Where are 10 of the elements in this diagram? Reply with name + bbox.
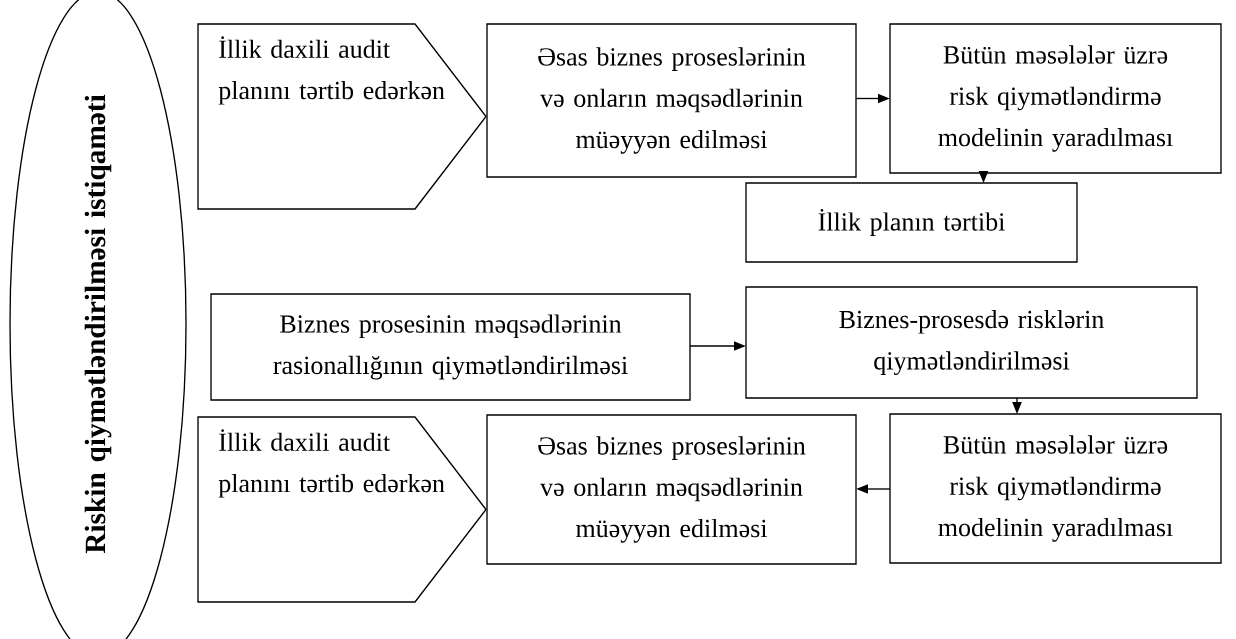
process-box: Biznes prosesinin məqsədlərinin rasionallığının qiymətləndirilməsi [210, 293, 691, 401]
process-box: Əsas biznes proseslərinin və onların məqsədlərinin müəyyən edilməsi [486, 414, 857, 565]
pentagon-arrow-box: İllik daxili audit planını tərtib edərkən [197, 416, 487, 603]
pentagon-arrow-box: İllik daxili audit planını tərtib edərkən [197, 23, 487, 210]
process-box: Bütün məsələlər üzrə risk qiymətləndirmə modelinin yaradılması [889, 413, 1222, 564]
process-box: Əsas biznes proseslərinin və onların məqsədlərinin müəyyən edilməsi [486, 23, 857, 178]
oval-label: Riskin qiymətləndirilməsi istiqaməti [9, 0, 187, 639]
process-box: Bütün məsələlər üzrə risk qiymətləndirmə modelinin yaradılması [889, 23, 1222, 174]
process-box: İllik planın tərtibi [745, 182, 1078, 263]
process-box: Biznes-prosesdə risklərin qiymətləndirilməsi [745, 286, 1198, 399]
